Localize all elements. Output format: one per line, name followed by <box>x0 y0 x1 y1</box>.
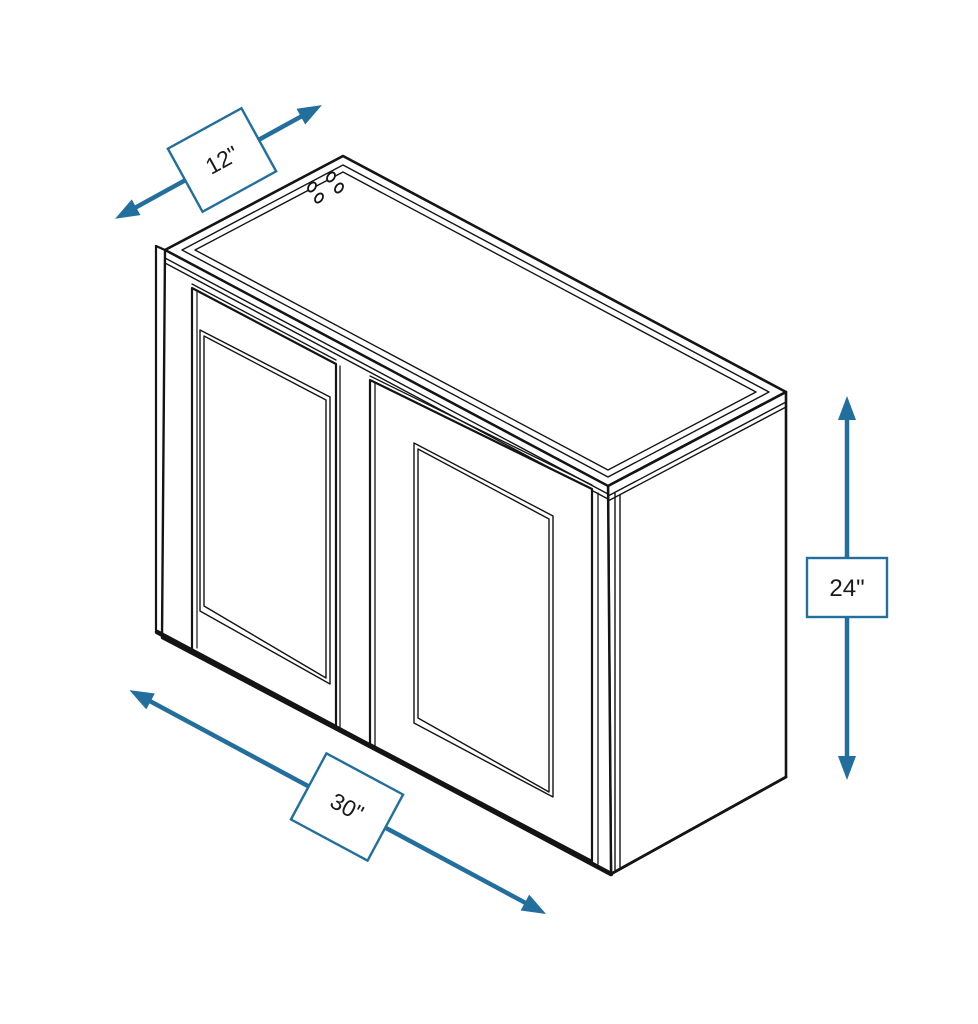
cabinet <box>154 154 788 877</box>
side-rim-line-2 <box>607 406 787 502</box>
right-door-top-thickness <box>369 375 593 486</box>
front-rim-line <box>164 257 609 495</box>
right-door-panel <box>413 442 554 798</box>
height-dimension: 24" <box>805 396 889 780</box>
screw-holes <box>307 171 344 204</box>
side-rim-line <box>607 401 787 497</box>
width-dimension: 30" <box>129 690 547 914</box>
right-door <box>368 375 599 865</box>
height-label-box <box>805 556 889 619</box>
cabinet-top-face <box>163 154 788 488</box>
cabinet-bottom-edge <box>154 629 788 877</box>
left-door <box>190 283 341 729</box>
depth-arrowheads <box>115 105 322 219</box>
left-door-top-thickness <box>191 283 337 361</box>
depth-dimension: 12" <box>115 105 322 219</box>
side-bottom-edge <box>609 775 788 876</box>
left-top-cap <box>154 244 167 252</box>
height-arrowheads <box>838 396 856 780</box>
width-label-box <box>289 751 405 863</box>
left-door-panel <box>199 329 331 685</box>
depth-label-box <box>166 106 278 214</box>
height-label: 24" <box>829 575 864 602</box>
top-rim-inner-line-2 <box>194 171 757 471</box>
width-arrowheads <box>129 690 547 914</box>
top-rim-inner-line <box>181 164 770 478</box>
